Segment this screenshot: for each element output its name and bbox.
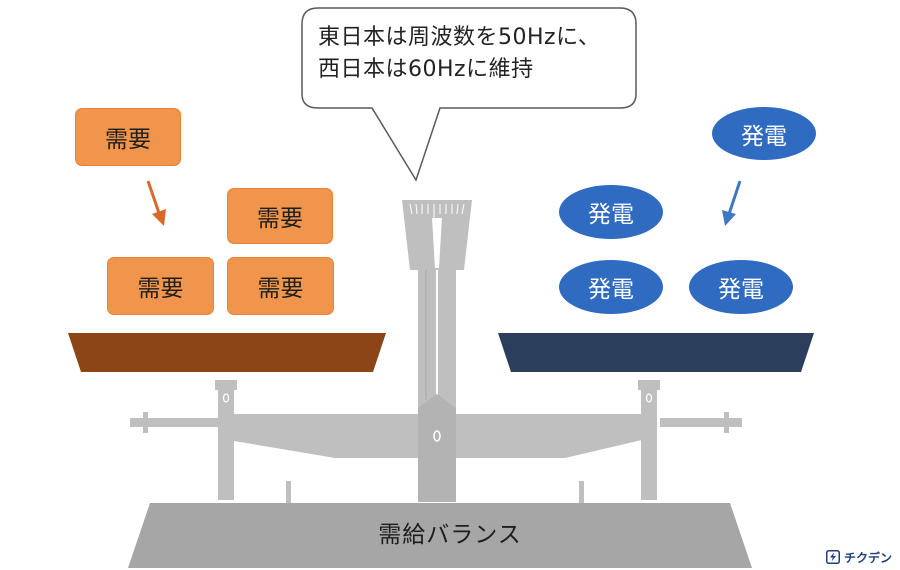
- center-pivot: [433, 430, 441, 442]
- generation-arrow: [722, 180, 742, 226]
- demand-box-bottom-right: 需要: [227, 257, 334, 315]
- base-post-right: [579, 481, 584, 503]
- center-housing: [418, 394, 456, 502]
- pillar-right-post: [638, 380, 660, 390]
- logo-text: チクデン: [844, 550, 893, 565]
- pillar-left-pivot: [222, 393, 230, 403]
- pillar-right-pivot: [645, 393, 653, 403]
- callout-line-2: 西日本は60Hzに維持: [318, 57, 534, 82]
- pillar-right: [641, 388, 657, 500]
- gauge-ticks: [409, 203, 465, 218]
- beam-rod-left-cap: [143, 412, 148, 433]
- gauge-pointer: [432, 218, 442, 268]
- callout-line-1: 東日本は周波数を50Hzに、: [318, 25, 601, 50]
- brand-logo: チクデン: [826, 548, 892, 566]
- generation-circle-bottom-left: 発電: [559, 260, 663, 314]
- pillar-left: [218, 388, 234, 500]
- demand-box-bottom-left: 需要: [107, 257, 214, 315]
- generation-tray: [498, 333, 814, 372]
- demand-arrow: [146, 180, 166, 226]
- speech-bubble: [301, 7, 637, 182]
- beam-rod-right: [660, 418, 742, 427]
- scale-base: [128, 503, 752, 568]
- supply-demand-balance-label: 需給バランス: [378, 522, 522, 548]
- generation-circle-middle: 発電: [559, 185, 663, 239]
- generation-circle-top: 発電: [712, 107, 816, 160]
- generation-circle-bottom-right: 発電: [689, 260, 793, 314]
- demand-box-stacked: 需要: [227, 188, 333, 244]
- pillar-left-post: [215, 380, 237, 390]
- demand-box-top: 需要: [75, 108, 181, 166]
- callout-text: 東日本は周波数を50Hzに、 西日本は60Hzに維持: [318, 22, 628, 86]
- demand-tray: [68, 333, 386, 372]
- beam-rod-right-cap: [724, 412, 729, 433]
- beam-rod-left: [130, 418, 222, 427]
- lightning-bolt-icon: [826, 550, 840, 564]
- base-post-left: [286, 481, 291, 503]
